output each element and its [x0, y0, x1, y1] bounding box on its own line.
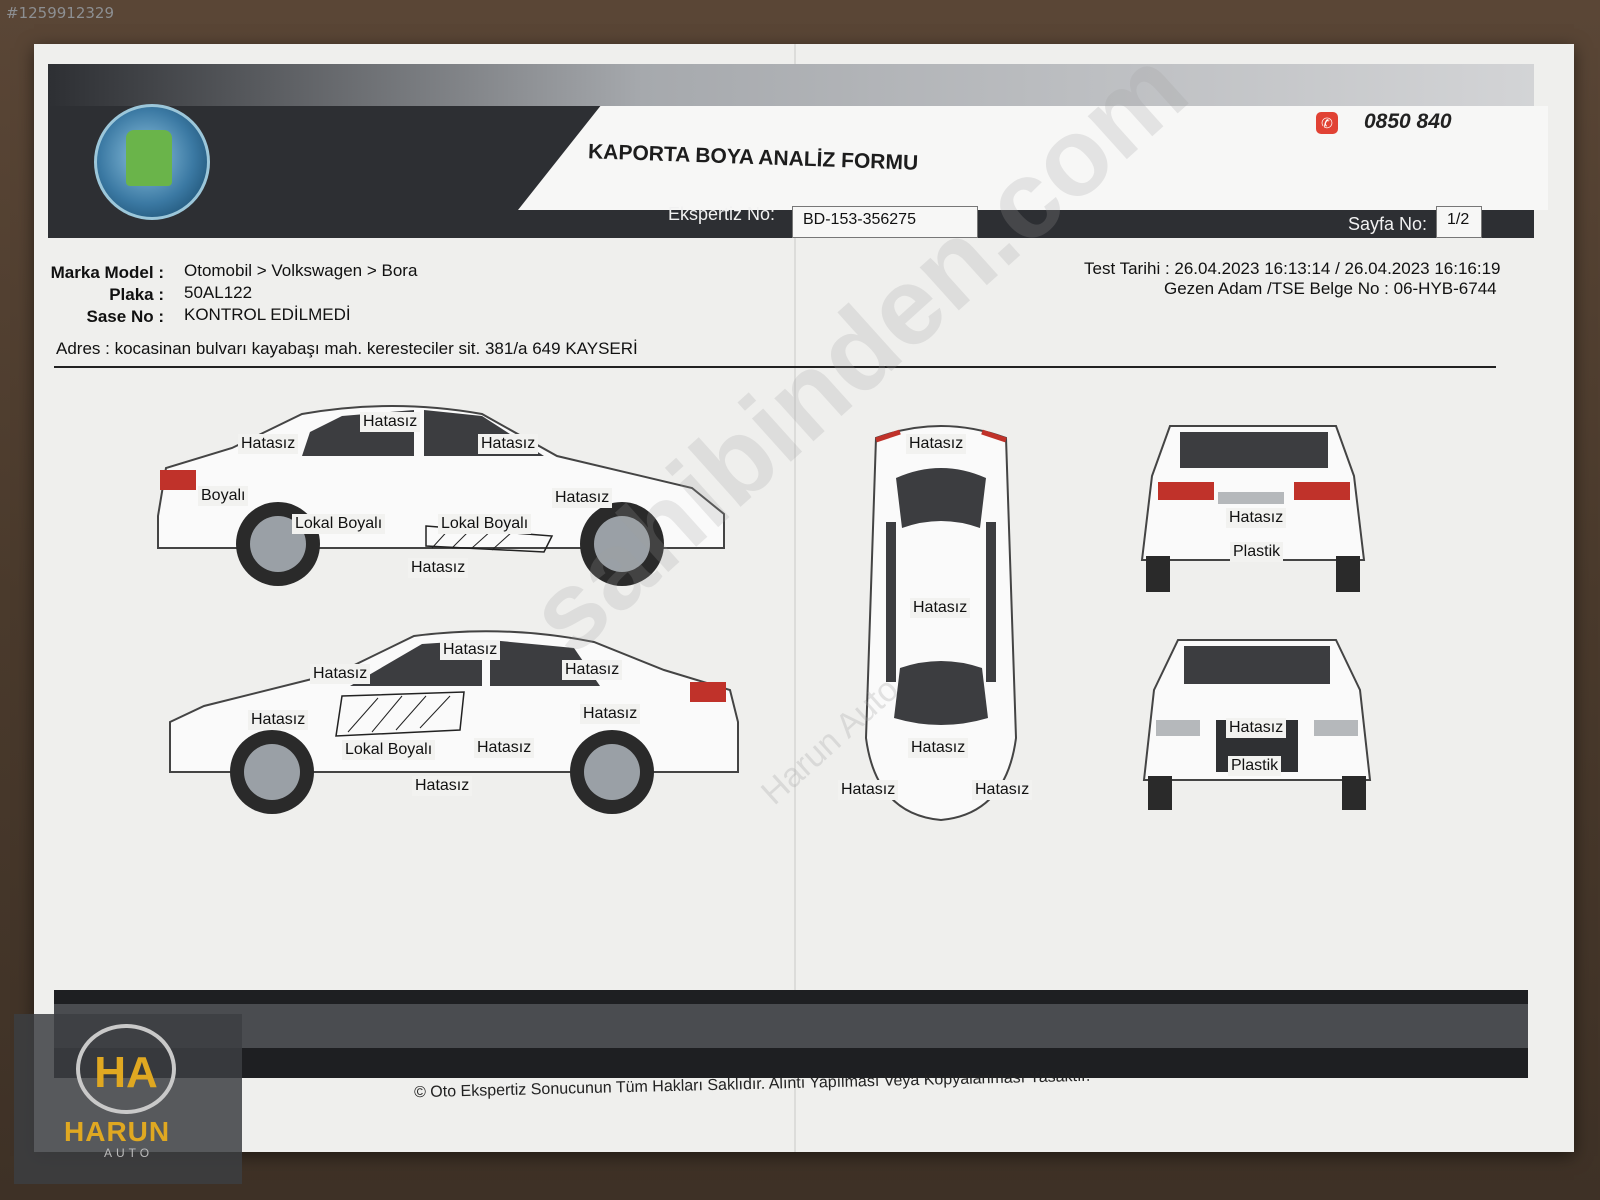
- label-top-front-right: Hatasız: [972, 780, 1033, 800]
- label-rear-bumper: Plastik: [1230, 542, 1284, 562]
- car-front-view-diagram: [1142, 639, 1372, 810]
- sayfa-number: 1/2: [1436, 206, 1482, 238]
- label-right-rear-pillar: Hatasız: [562, 660, 623, 680]
- label-left-sill: Hatasız: [408, 558, 469, 578]
- label-left-roof: Hatasız: [360, 412, 421, 432]
- header-band: KAPORTA BOYA ANALİZ FORMU ✆ 0850 840 Eks…: [48, 64, 1548, 238]
- label-left-rear-pillar: Hatasız: [238, 434, 299, 454]
- header-title-area: [518, 106, 1548, 210]
- brand-logo-mark: HA: [76, 1024, 176, 1114]
- fold-line: [794, 44, 796, 1152]
- label-top-front-left: Hatasız: [838, 780, 899, 800]
- label-right-roof: Hatasız: [440, 640, 501, 660]
- ekspertiz-label: Ekspertiz No:: [668, 204, 776, 224]
- label-top-hood: Hatasız: [908, 738, 969, 758]
- label-left-rear-door: Lokal Boyalı: [292, 514, 386, 534]
- header-band-gradient: [48, 64, 1534, 106]
- label-top-roof: Hatasız: [910, 598, 971, 618]
- sase-value: KONTROL EDİLMEDİ: [184, 305, 351, 324]
- footer-band: [54, 990, 1528, 1078]
- plaka-value: 50AL122: [184, 283, 253, 302]
- brand-logo-name: HARUN: [64, 1116, 171, 1147]
- car-top-view-diagram: [864, 425, 1018, 822]
- phone-number: 0850 840: [1364, 110, 1452, 133]
- mascot-icon: [126, 130, 172, 186]
- label-right-front-fender: Hatasız: [248, 710, 309, 730]
- label-rear-trunk: Hatasız: [1226, 508, 1287, 528]
- label-front-hood: Hatasız: [1226, 718, 1287, 738]
- image-id: #1259912329: [6, 4, 115, 22]
- sayfa-label: Sayfa No:: [1348, 214, 1428, 234]
- phone-icon: ✆: [1316, 112, 1338, 134]
- label-right-front-pillar: Hatasız: [310, 664, 371, 684]
- address: Adres : kocasinan bulvarı kayabaşı mah. …: [56, 339, 638, 358]
- test-date: Test Tarihi : 26.04.2023 16:13:14 / 26.0…: [1084, 259, 1501, 278]
- label-left-front-fender: Hatasız: [552, 488, 613, 508]
- car-rear-view-diagram: [1140, 425, 1366, 592]
- label-left-front-pillar: Hatasız: [478, 434, 539, 454]
- certificate-number: Gezen Adam /TSE Belge No : 06-HYB-6744: [1164, 279, 1497, 298]
- brand-logo-sub: AUTO: [104, 1146, 154, 1160]
- label-left-front-door: Lokal Boyalı: [438, 514, 532, 534]
- divider: [54, 366, 1496, 368]
- ekspertiz-number: BD-153-356275: [792, 206, 978, 238]
- sase-label: Sase No :: [86, 307, 164, 326]
- marka-value: Otomobil > Volkswagen > Bora: [184, 261, 418, 280]
- label-right-sill: Hatasız: [412, 776, 473, 796]
- footer-band-highlight: [54, 1004, 1528, 1048]
- label-right-front-door: Lokal Boyalı: [342, 740, 436, 760]
- label-top-trunk: Hatasız: [906, 434, 967, 454]
- document-paper: KAPORTA BOYA ANALİZ FORMU ✆ 0850 840 Eks…: [34, 25, 1574, 1152]
- label-left-rear-fender: Boyalı: [198, 486, 249, 506]
- plaka-label: Plaka :: [109, 285, 164, 304]
- label-right-rear-door: Hatasız: [474, 738, 535, 758]
- label-front-bumper: Plastik: [1228, 756, 1282, 776]
- marka-label: Marka Model :: [50, 263, 164, 282]
- label-right-rear-fender: Hatasız: [580, 704, 641, 724]
- car-left-side-diagram: [157, 405, 725, 586]
